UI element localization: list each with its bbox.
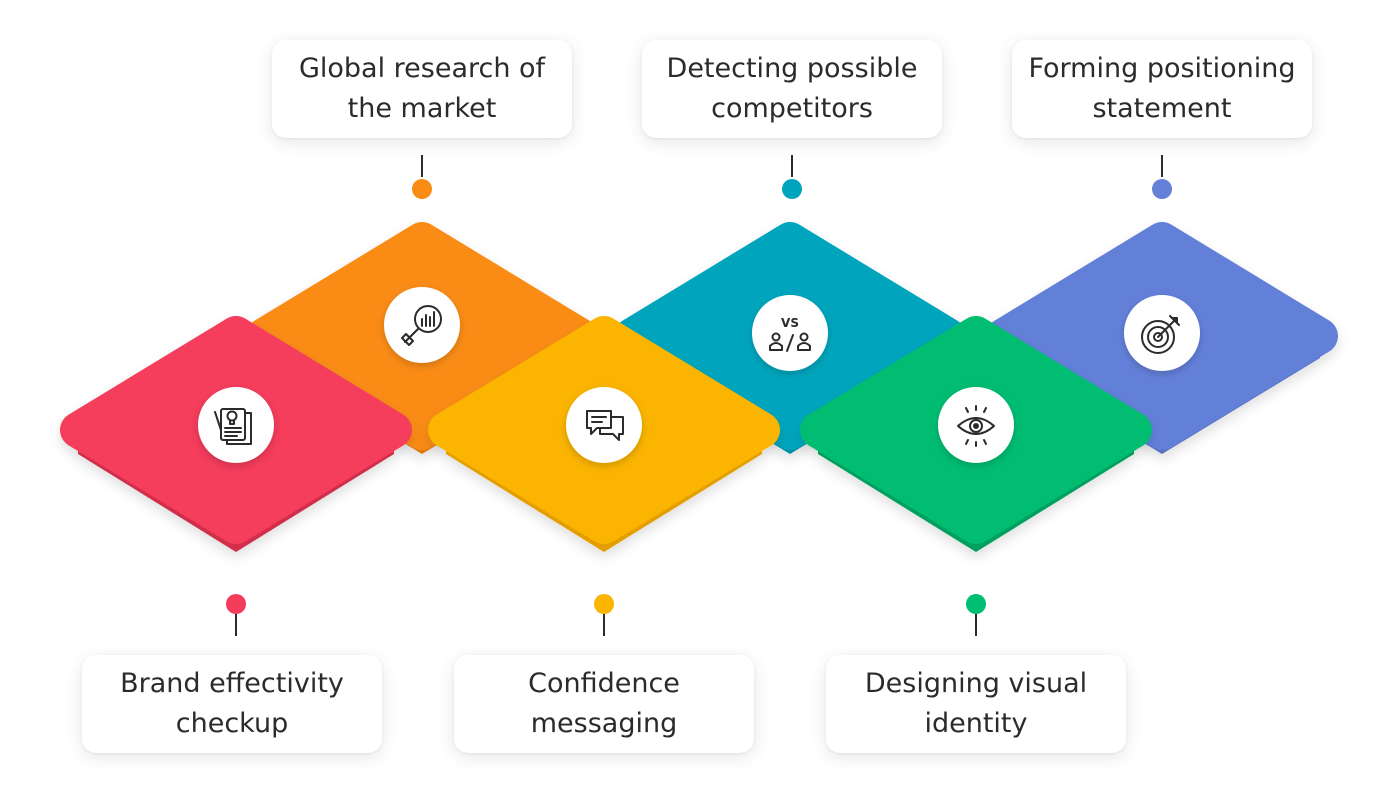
icon-circle-positioning [1124,295,1200,371]
connector-positioning-dot [1152,179,1172,199]
label-brand-line-2: checkup [175,708,289,739]
connector-messaging-dot [594,594,614,614]
label-positioning: Forming positioning statement [1012,40,1312,138]
icon-circle-research [384,287,460,363]
tile-messaging [428,316,780,552]
label-positioning-line-2: statement [1092,93,1232,124]
tile-positioning [986,222,1338,454]
label-competitors-line-1: Detecting possible [666,53,918,84]
connector-brand-stem [235,614,237,636]
label-research-line-2: the market [347,93,497,124]
icon-circle-identity [938,387,1014,463]
label-competitors: Detecting possible competitors [642,40,942,138]
connector-competitors-dot [782,179,802,199]
label-competitors-line-2: competitors [711,93,873,124]
connector-identity-dot [966,594,986,614]
connector-research-stem [421,155,423,177]
connector-competitors-stem [791,155,793,177]
connector-identity-stem [975,614,977,636]
vs-label: VS [781,316,799,330]
label-messaging-line-1: Confidence [528,668,680,699]
label-positioning-line-1: Forming positioning [1028,53,1296,84]
connector-brand-dot [226,594,246,614]
icon-circle-messaging [566,387,642,463]
versus-people-icon: VS [769,316,811,352]
icon-circle-competitors: VS [752,295,828,371]
label-research: Global research of the market [272,40,572,138]
label-messaging-line-2: messaging [530,708,678,739]
eye-icon [957,405,995,447]
chat-bubbles-icon [586,410,624,441]
magnifier-chart-icon [401,305,442,346]
label-identity-line-1: Designing visual [864,668,1088,699]
connector-messaging-stem [603,614,605,636]
connector-research-dot [412,179,432,199]
label-brand: Brand effectivity checkup [82,655,382,753]
label-brand-line-1: Brand effectivity [120,668,344,699]
label-research-line-1: Global research of [298,53,546,84]
label-messaging: Confidence messaging [454,655,754,753]
icon-circle-brand [198,387,274,463]
target-arrow-icon [1141,315,1180,354]
connector-positioning-stem [1161,155,1163,177]
label-identity-line-2: identity [924,708,1028,739]
document-idea-icon [214,408,252,445]
label-identity: Designing visual identity [826,655,1126,753]
